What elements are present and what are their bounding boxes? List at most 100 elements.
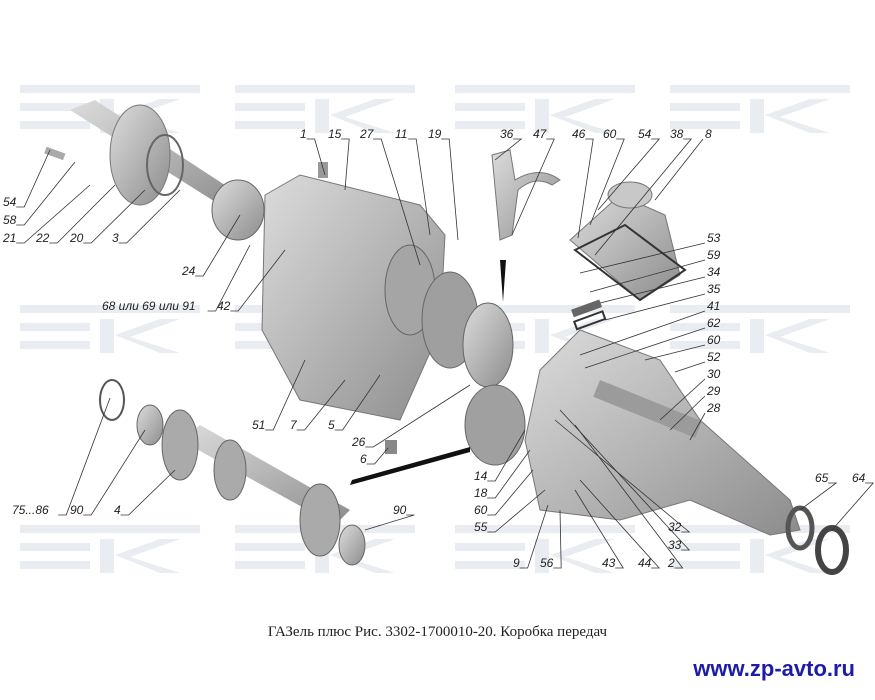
leader-line [265, 359, 306, 431]
snap-ring [146, 134, 184, 196]
callout-label: 3 [112, 231, 119, 245]
watermark-logo [670, 85, 850, 133]
shim-ring [99, 379, 125, 421]
callout-label: 90 [393, 503, 407, 517]
leader-line [589, 259, 706, 293]
leader-line [487, 469, 534, 516]
gearbox-parts [44, 100, 849, 575]
rear-housing [524, 329, 801, 536]
leader-line [118, 189, 181, 244]
leader-line [604, 293, 706, 321]
leader-line [579, 479, 661, 569]
callout-label: 15 [328, 127, 342, 141]
direction-arrow-2 [350, 447, 470, 485]
watermark-logo [455, 85, 635, 133]
callout-label: 53 [707, 231, 721, 245]
callout-label: 56 [540, 556, 554, 570]
leader-line [373, 138, 421, 266]
callout-label: 52 [707, 350, 721, 364]
lever-housing-top [607, 181, 653, 209]
leader-line [689, 412, 706, 441]
shift-rods [593, 380, 702, 438]
callout-label: 7 [290, 418, 297, 432]
seal-65 [785, 505, 815, 551]
figure-caption: ГАЗель плюс Рис. 3302-1700010-20. Коробк… [267, 624, 608, 640]
callout-label: 1 [300, 127, 307, 141]
callout-label: 38 [670, 127, 684, 141]
callout-label: 33 [668, 538, 682, 552]
callout-label: 14 [474, 469, 488, 483]
callout-label: 28 [707, 401, 721, 415]
breather [318, 162, 328, 178]
leader-line [296, 379, 346, 431]
watermark-logo [20, 525, 200, 573]
gasket-small [572, 310, 607, 331]
callout-label: 65 [815, 471, 829, 485]
leader-line [519, 504, 549, 569]
callout-label: 36 [500, 127, 514, 141]
callout-label: 18 [474, 486, 488, 500]
leader-line [574, 489, 624, 569]
bearing-right [338, 524, 366, 566]
seal-64 [815, 525, 849, 575]
callout-label: 4 [114, 503, 121, 517]
watermark-logo [670, 305, 850, 353]
leader-line [83, 189, 146, 244]
shift-fork [491, 149, 561, 241]
website-link[interactable]: www.zp-avto.ru [693, 656, 855, 681]
countershaft-gear-3 [299, 483, 341, 557]
callout-label: 5 [328, 418, 335, 432]
callout-label: 54 [3, 195, 17, 209]
bearing-left [136, 404, 164, 446]
callout-label: 32 [668, 520, 682, 534]
callout-label: 43 [602, 556, 616, 570]
leader-line [574, 424, 684, 569]
leader-line [511, 138, 555, 236]
callout-label: 24 [182, 264, 196, 278]
leader-line [577, 138, 594, 239]
leader-line [230, 249, 286, 312]
leader-line [83, 429, 146, 516]
callout-label: 26 [352, 435, 366, 449]
synchronizer-gear [211, 179, 265, 241]
leader-line [669, 395, 706, 431]
callout-label: 21 [3, 231, 17, 245]
callout-label: 11 [395, 127, 408, 141]
leader-line [341, 138, 350, 191]
leader-line [554, 419, 691, 533]
callout-label: 27 [360, 127, 374, 141]
leader-line [195, 214, 241, 277]
leader-line [831, 482, 875, 531]
leader-line [644, 344, 706, 361]
watermark-logo [235, 85, 415, 133]
callout-label: 46 [572, 127, 586, 141]
callout-label: 8 [705, 127, 712, 141]
leader-line [487, 489, 546, 533]
callout-label: 60 [603, 127, 617, 141]
callout-label: 64 [852, 471, 866, 485]
callout-label: 2 [668, 556, 675, 570]
callout-label: 9 [513, 556, 520, 570]
leader-line [120, 469, 176, 516]
plate [571, 299, 603, 318]
callout-label: 51 [252, 418, 266, 432]
callout-label: 55 [474, 520, 488, 534]
leader-line [16, 184, 91, 244]
callout-label: 44 [638, 556, 652, 570]
callout-label: 6 [360, 452, 367, 466]
output-gear [464, 384, 526, 466]
callout-label: 58 [3, 213, 17, 227]
leader-line [441, 138, 459, 241]
callout-label: 42 [217, 299, 231, 313]
bolt [44, 146, 66, 161]
callout-label: 29 [707, 384, 721, 398]
leader-line [487, 449, 531, 499]
direction-arrow [500, 260, 506, 302]
watermark-logo [20, 305, 200, 353]
leader-line [589, 138, 625, 226]
leader-line [599, 276, 706, 304]
leader-line [366, 447, 389, 465]
callout-label: 22 [36, 231, 50, 245]
callout-label: 62 [707, 316, 721, 330]
